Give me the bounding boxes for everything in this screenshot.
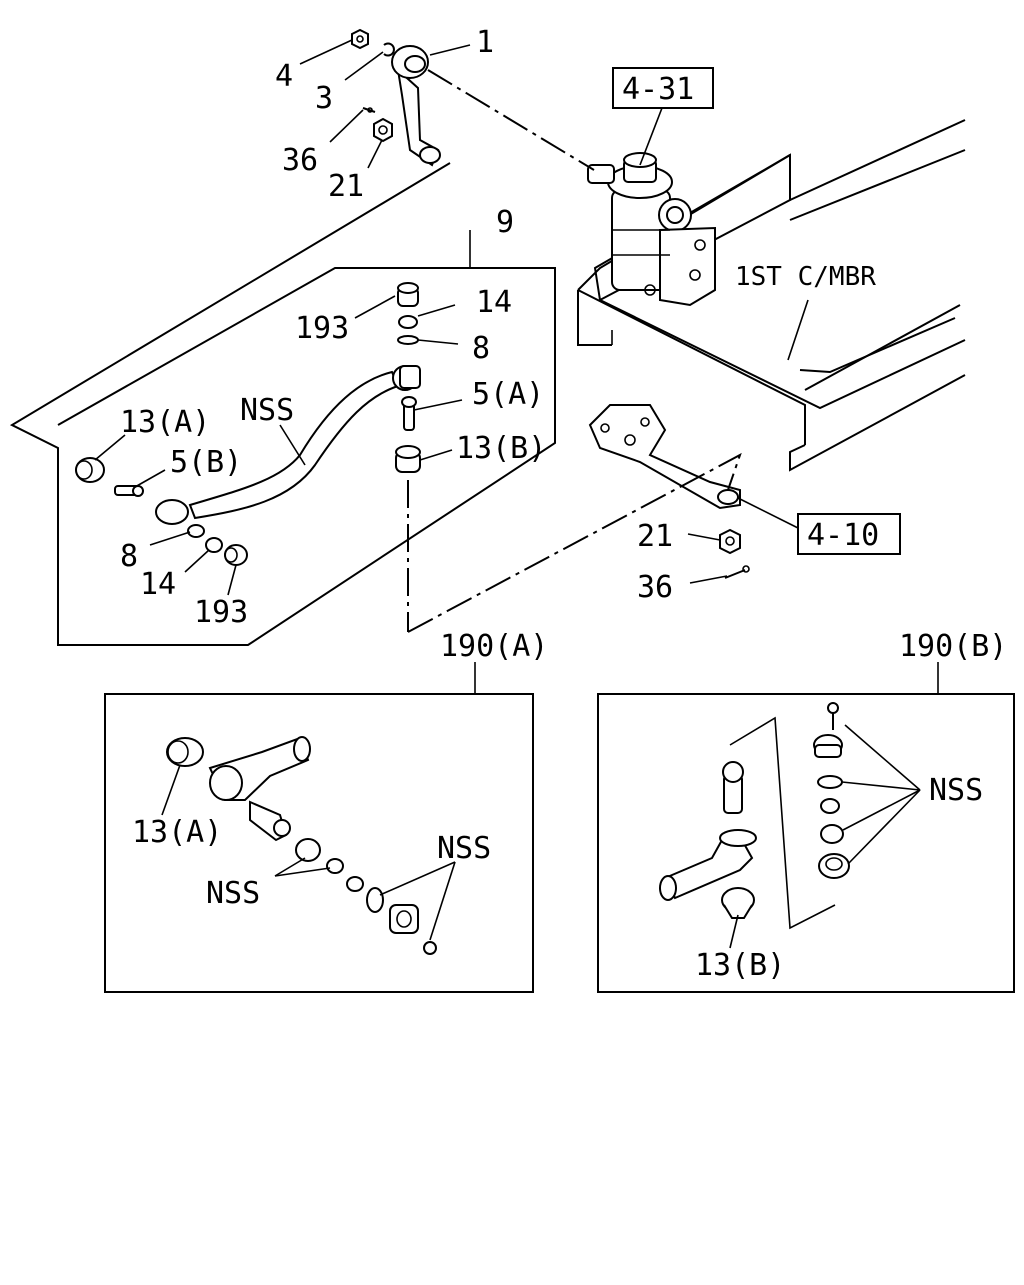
detail-a-seat [295,838,321,862]
callout-13b-top: 13(B) [456,431,546,466]
callout-21-top: 21 [328,169,364,204]
detail-a-ring [326,858,344,874]
nut-21-top [373,117,393,143]
detail-a-o-ring [366,887,384,913]
connection-lines [407,69,742,633]
detail-190a-title: 190(A) [440,629,548,664]
dust-cover-13b [395,445,421,473]
callout-36-top: 36 [282,143,318,178]
detail-b-socket [659,829,757,901]
detail-a-dust-cover [166,737,204,767]
detail-b-stud [722,761,744,814]
callout-1: 1 [476,25,494,60]
callout-8-top: 8 [472,331,490,366]
ring-8-bottom [187,524,205,538]
detail-b-pin [827,702,839,730]
seat-193-top [397,282,419,307]
detail-a-nss-left: NSS [206,876,260,911]
ring-8-top [397,335,419,345]
callout-193-top: 193 [295,311,349,346]
callout-4: 4 [275,59,293,94]
callout-5a: 5(A) [472,377,544,412]
ball-stud-5a [401,396,417,431]
reference-box-4-10: 4-10 [797,513,901,555]
detail-a-nss-right: NSS [437,831,491,866]
detail-b-seat [820,824,844,844]
callout-8-bottom: 8 [120,539,138,574]
reference-4-31: 4-31 [622,72,694,107]
reference-4-10: 4-10 [807,518,879,553]
steering-gear-box [587,152,716,307]
reference-box-4-31: 4-31 [612,67,714,109]
cotter-pin-36-bottom [724,565,750,579]
detail-b-cap [813,734,843,758]
pitman-arm [391,45,441,167]
nut-21-bottom [719,528,741,555]
seat-193-bottom [224,544,248,566]
callout-9: 9 [496,205,514,240]
dust-cover-13a [75,457,105,483]
cotter-pin-36-top [362,107,376,113]
detail-190b-title: 190(B) [899,629,1007,664]
detail-a-spring [346,876,364,892]
drag-link-outline [9,162,556,646]
nut-4 [351,28,369,50]
idler-arm [588,404,741,510]
callout-14-bottom: 14 [140,567,176,602]
callout-5b: 5(B) [170,445,242,480]
detail-a-13a: 13(A) [132,815,222,850]
callout-36-bottom: 36 [637,570,673,605]
detail-b-o-ring [817,775,843,789]
callout-nss-rod: NSS [240,393,294,428]
spring-14-bottom [205,537,223,553]
washer-3 [383,42,395,57]
detail-b-nss: NSS [929,773,983,808]
detail-b-spring [820,798,840,814]
callout-14-top: 14 [476,285,512,320]
detail-190b: 190(B) [597,629,1015,993]
callout-193-bottom: 193 [194,595,248,630]
frame-label: 1ST C/MBR [735,262,876,292]
drag-link-rod [155,365,421,525]
detail-b-dust-cover [721,887,755,919]
detail-190a: 190(A) [104,629,548,993]
callout-13a-top: 13(A) [120,405,210,440]
ball-stud-5b [114,485,144,497]
spring-14-top [398,315,418,329]
callout-21-bottom: 21 [637,519,673,554]
detail-b-housing [818,853,850,879]
detail-a-stud [249,800,291,842]
detail-a-plug [389,904,437,955]
callout-3: 3 [315,81,333,116]
detail-b-13b: 13(B) [695,948,785,983]
leader-lines [94,39,809,596]
detail-a-socket [208,736,311,801]
